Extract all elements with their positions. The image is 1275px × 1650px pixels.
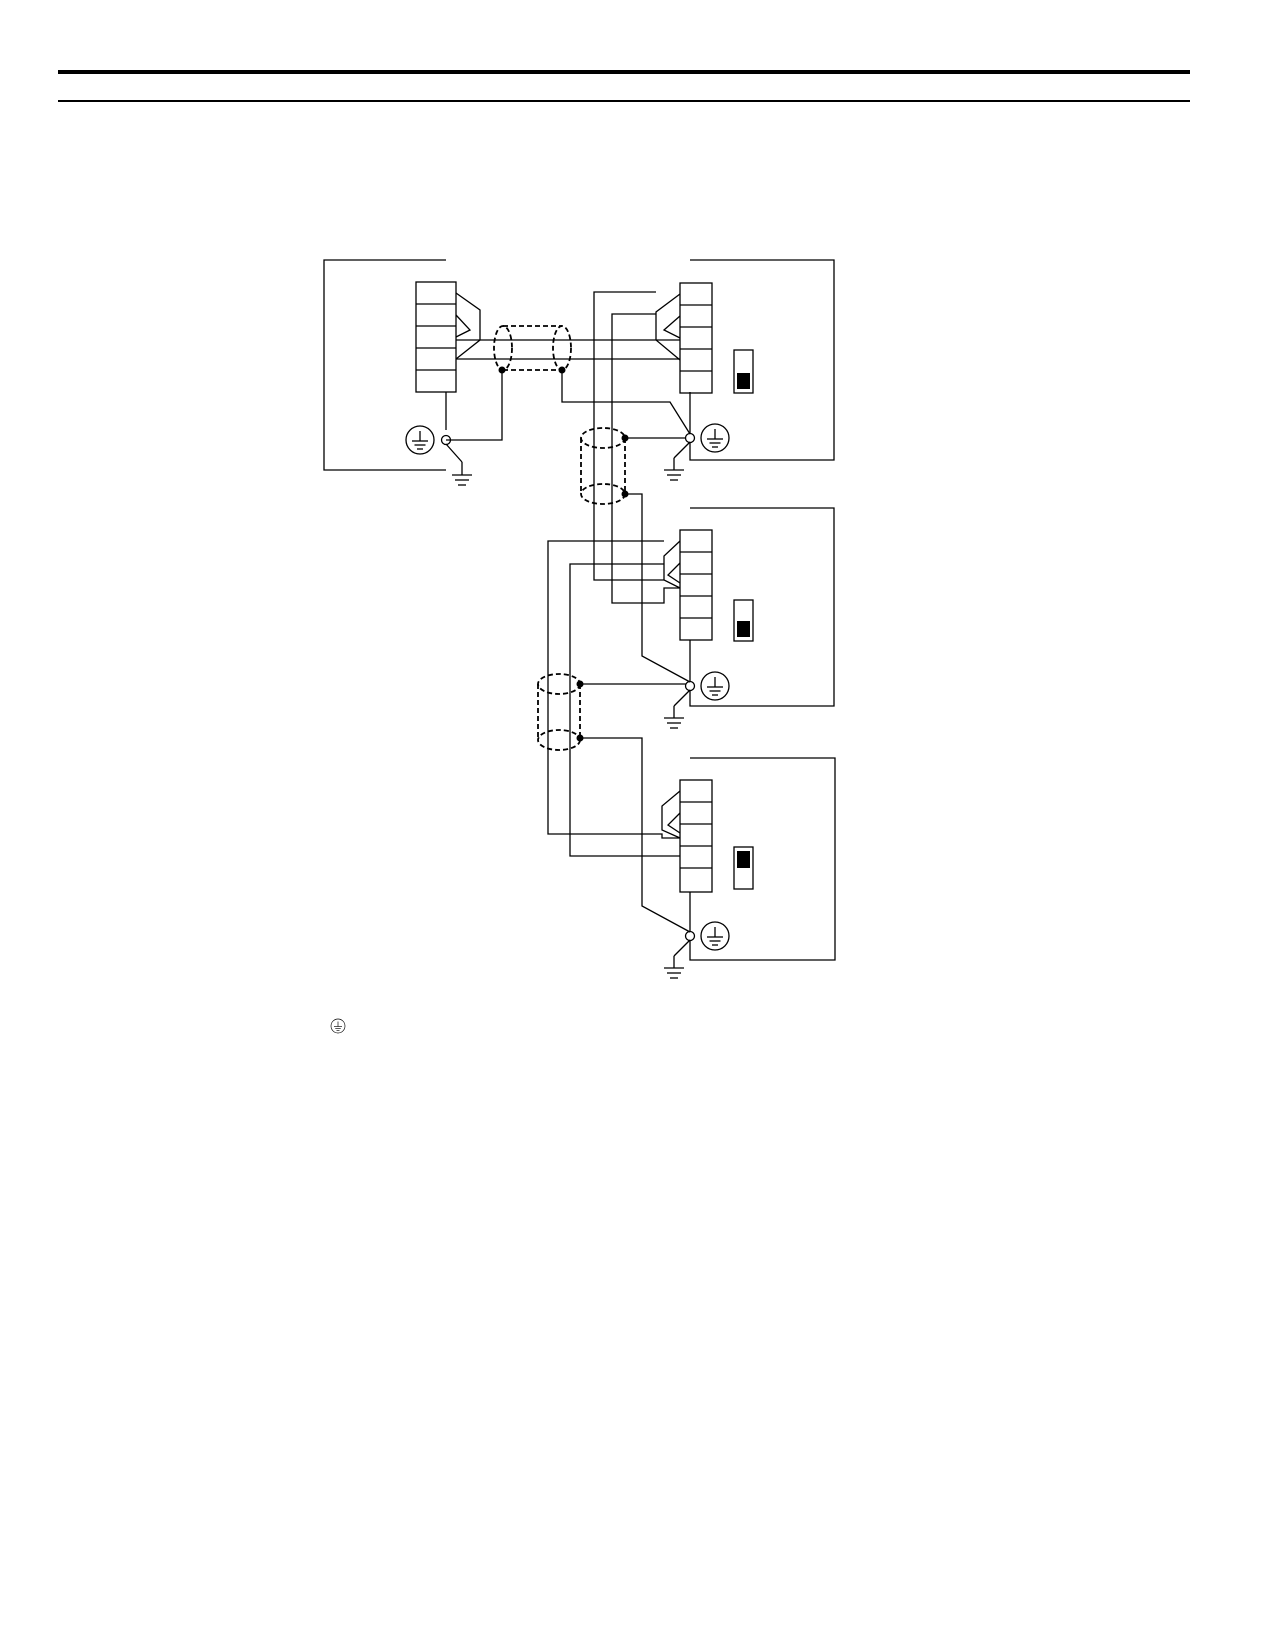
slave-2-ground-icon <box>663 717 685 729</box>
slave-1-terminal-block <box>679 282 713 394</box>
master-ground-icon <box>451 474 473 486</box>
master-device <box>323 259 481 471</box>
slave-1-ground-terminal <box>673 432 696 470</box>
shield-tap-dot <box>621 490 629 498</box>
slave-2-dip-switch-lever <box>737 621 750 637</box>
legend-protective-earth-icon <box>330 1018 346 1034</box>
slave-2-protective-earth-icon <box>700 671 730 701</box>
slave-2-dip-switch <box>733 599 754 642</box>
shield-drain-cable-2 <box>625 437 691 683</box>
slave-device-1 <box>655 259 835 461</box>
shield-drain-cable-1 <box>446 370 691 441</box>
shield-tap-dot <box>498 366 506 374</box>
slave-3-dip-switch <box>733 846 754 890</box>
slave-device-2 <box>663 507 835 707</box>
slave-3-protective-earth-icon <box>700 921 730 951</box>
slave-2-terminal-block <box>679 529 713 641</box>
header-rules <box>58 70 1190 102</box>
shield-tap-dot <box>621 434 629 442</box>
shield-tap-dot <box>576 680 584 688</box>
slave-1-ground-icon <box>663 469 685 481</box>
shield-drain-cable-3 <box>580 683 691 933</box>
master-ground-terminal <box>440 434 463 475</box>
slave-3-ground-icon <box>663 967 685 979</box>
master-protective-earth-icon <box>405 425 435 455</box>
shield-tap-dot <box>576 734 584 742</box>
slave-2-ground-terminal <box>673 680 696 718</box>
slave-1-dip-switch-lever <box>737 373 750 389</box>
shielded-cable-2 <box>580 427 626 505</box>
shield-tap-dot <box>558 366 566 374</box>
signal-wires-slave-1-to-slave-2 <box>593 291 680 604</box>
slave-1-dip-switch <box>733 349 754 394</box>
signal-wires-slave-2-to-slave-3 <box>547 540 680 857</box>
slave-3-terminal-block <box>679 779 713 893</box>
slave-3-dip-switch-lever <box>737 851 750 868</box>
signal-wires-master-to-slave-1 <box>456 339 680 360</box>
shielded-cable-1 <box>493 325 572 371</box>
master-terminal-block <box>415 281 457 393</box>
slave-3-ground-terminal <box>673 930 696 968</box>
shielded-cable-3 <box>537 673 581 751</box>
slave-1-protective-earth-icon <box>700 423 730 453</box>
